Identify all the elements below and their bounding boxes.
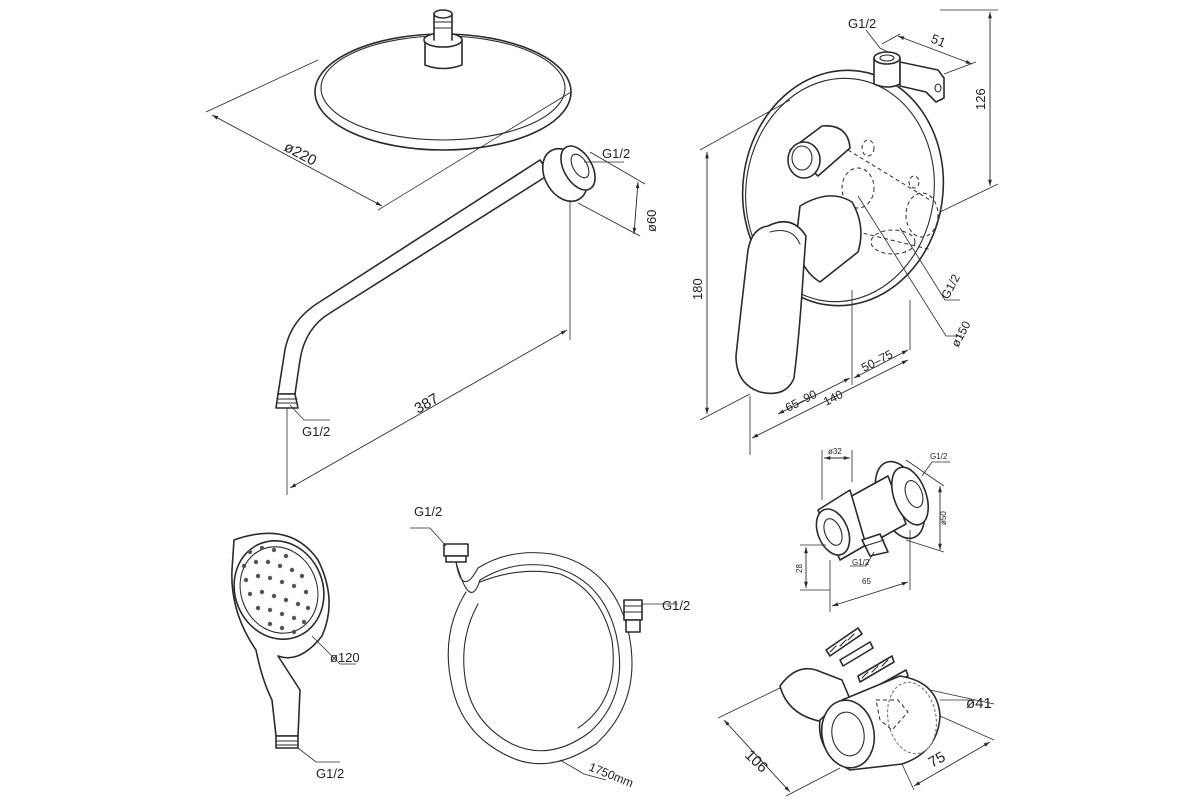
arm-thread-top-label: G1/2 xyxy=(602,146,630,161)
hose-thread-right-label: G1/2 xyxy=(662,598,690,613)
head-diameter-label: ø220 xyxy=(281,139,319,170)
outlet-depth-label: 65 xyxy=(862,577,871,586)
mixer-height-left-label: 180 xyxy=(690,278,705,300)
shower-hose: G1/2 G1/2 1750mm xyxy=(410,504,690,790)
outlet-hose-thread-label: G1/2 xyxy=(852,558,870,567)
arm-thread-bottom-label: G1/2 xyxy=(302,424,330,439)
hose-length-label: 1750mm xyxy=(587,760,636,790)
holder-depth-label: 75 xyxy=(926,748,949,771)
hose-thread-top-label: G1/2 xyxy=(414,504,442,519)
mixer-install-range-label: 50–75 xyxy=(859,347,895,375)
concealed-mixer: G1/2 51 126 180 G1/2 ø150 50–75 65–90 14… xyxy=(690,9,999,455)
holder-diameter-label: ø41 xyxy=(966,695,992,712)
outlet-small-diameter-label: ø32 xyxy=(828,447,842,456)
mixer-depth-label: 51 xyxy=(929,31,948,50)
hand-shower: ø120 G1/2 xyxy=(231,532,360,781)
handshower-thread-label: G1/2 xyxy=(316,766,344,781)
outlet-thread-label: G1/2 xyxy=(930,452,948,461)
holder-length-label: 106 xyxy=(741,747,771,777)
wall-holder: ø41 106 75 xyxy=(717,627,995,797)
arm-flange-diameter-label: ø60 xyxy=(644,210,659,232)
arm-length-label: 387 xyxy=(412,390,442,417)
spray-nozzles xyxy=(241,545,311,635)
outlet-flange-diameter-label: ø50 xyxy=(939,511,948,525)
mixer-height-right-label: 126 xyxy=(973,88,988,110)
mixer-plate-diameter-label: ø150 xyxy=(948,318,973,349)
mixer-lever-range-label: 65–90 xyxy=(783,387,819,415)
shower-arm: G1/2 ø60 387 G1/2 xyxy=(275,145,659,495)
mixer-outlet-thread-label: G1/2 xyxy=(938,272,963,302)
handshower-diameter-label: ø120 xyxy=(330,650,360,665)
outlet-holder-height-label: 28 xyxy=(795,564,804,573)
wall-outlet: ø32 G1/2 ø50 28 G1/2 65 xyxy=(795,447,950,612)
mixer-inlet-thread-label: G1/2 xyxy=(848,16,876,31)
